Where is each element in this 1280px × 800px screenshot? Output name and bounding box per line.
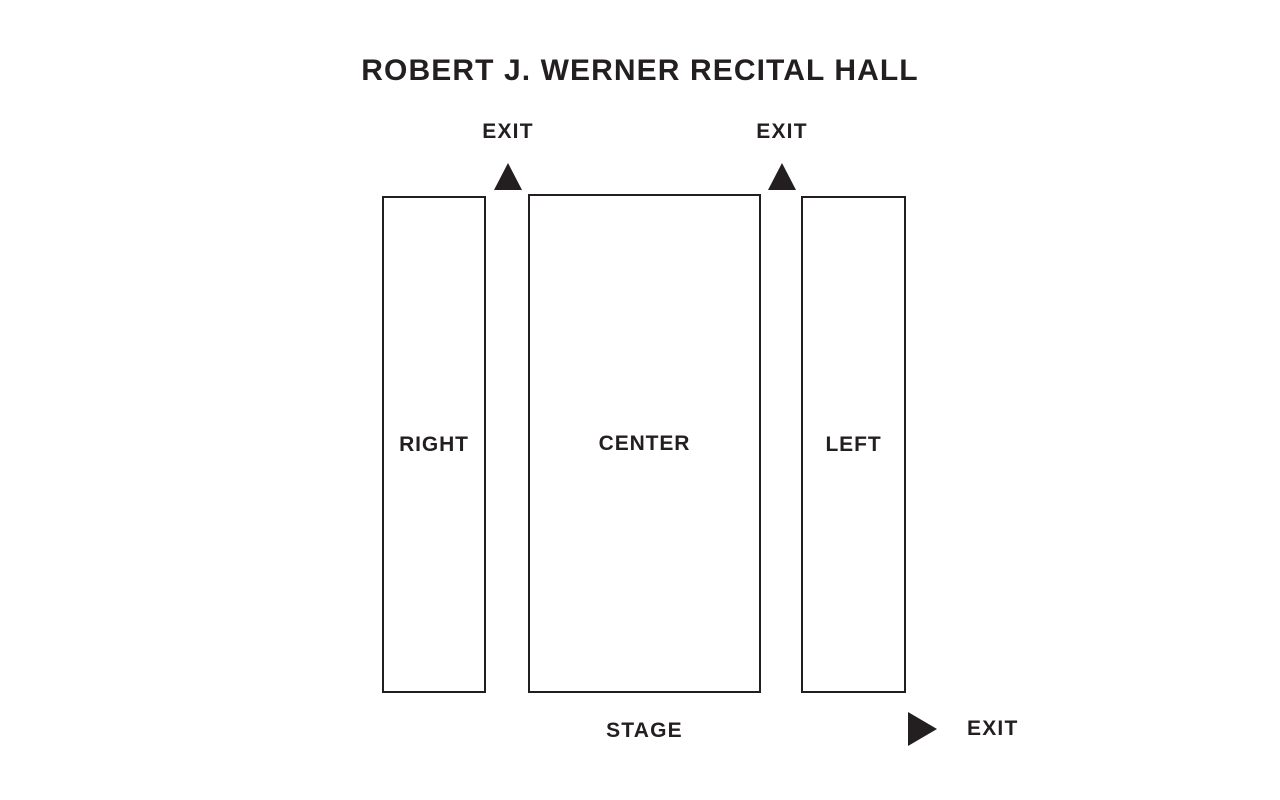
section-right[interactable]: RIGHT: [382, 196, 486, 693]
section-label: LEFT: [825, 432, 882, 456]
exit-marker-top-left[interactable]: EXIT: [453, 121, 563, 190]
triangle-up-icon: [768, 163, 796, 190]
exit-label: EXIT: [967, 717, 1019, 740]
stage-label: STAGE: [606, 719, 683, 742]
section-center[interactable]: CENTER: [528, 194, 761, 693]
page-title: ROBERT J. WERNER RECITAL HALL: [361, 54, 919, 87]
triangle-up-icon: [494, 163, 522, 190]
exit-marker-top-right[interactable]: EXIT: [727, 121, 837, 190]
section-label: RIGHT: [399, 432, 469, 456]
exit-label: EXIT: [482, 120, 534, 143]
exit-label: EXIT: [756, 120, 808, 143]
exit-marker-bottom-right[interactable]: EXIT: [908, 712, 1018, 746]
section-left[interactable]: LEFT: [801, 196, 906, 693]
section-label: CENTER: [598, 431, 691, 455]
triangle-right-icon: [908, 712, 937, 746]
